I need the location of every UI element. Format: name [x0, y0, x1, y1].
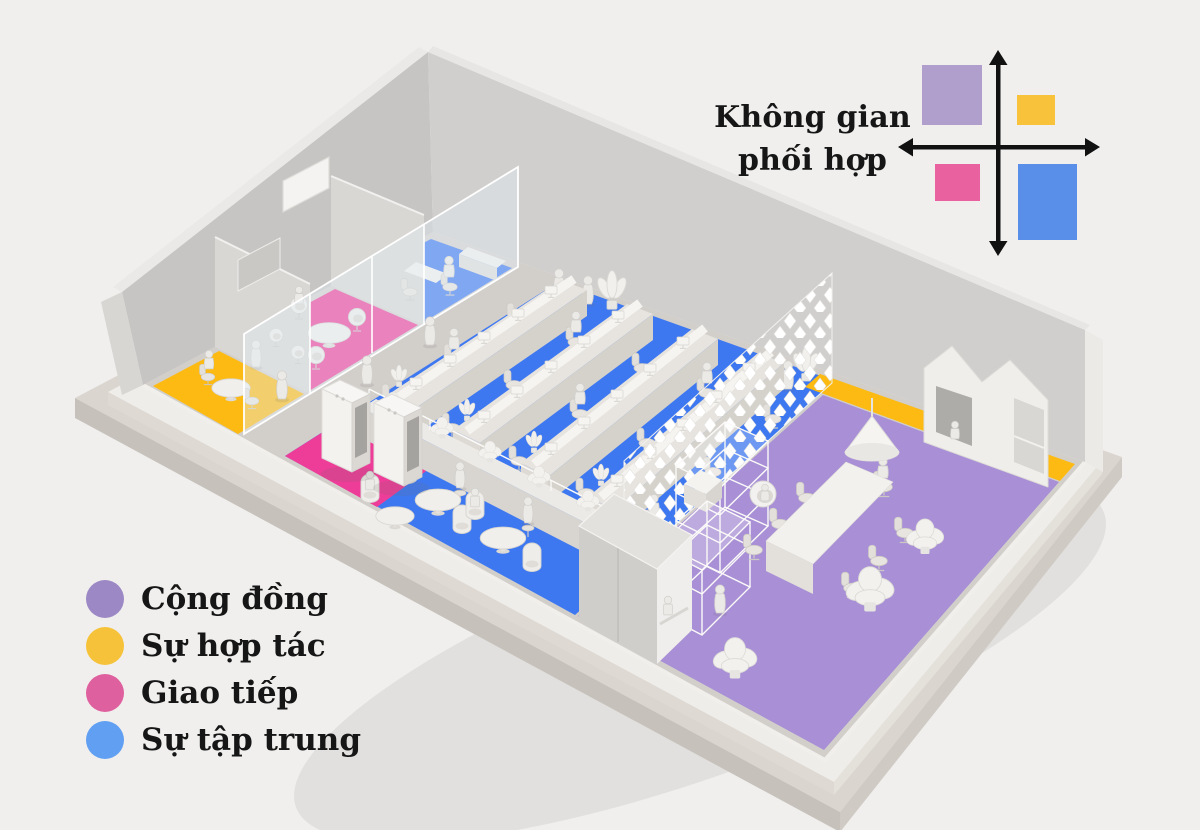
focus-room-box — [577, 493, 694, 664]
wall-tv-screen — [282, 156, 330, 213]
quadrant-square-top-right — [1017, 95, 1055, 125]
quadrant-square-bottom-left — [935, 164, 980, 201]
quadrant-square-top-left — [922, 65, 982, 125]
title-line-2: phối hợp — [737, 143, 888, 178]
community-table — [765, 461, 894, 594]
phone-booths — [321, 379, 429, 496]
legend-label: Sự tập trung — [141, 722, 361, 758]
legend-item-communication: Giao tiếp — [86, 674, 361, 712]
community-zone — [577, 345, 1049, 680]
legend-label: Giao tiếp — [141, 675, 299, 711]
desk-row — [386, 275, 587, 436]
dome-chair — [749, 480, 777, 508]
shelf-box — [684, 470, 722, 512]
wall-work-pods — [923, 345, 1049, 488]
platform-rim — [142, 383, 1087, 763]
legend-label: Sự hợp tác — [141, 628, 326, 664]
legend-label: Cộng đồng — [141, 581, 328, 617]
legend-item-community: Cộng đồng — [86, 580, 361, 618]
zone-community-floor — [578, 395, 1059, 750]
title-line-1: Không gian — [714, 100, 911, 135]
zone-legend: Cộng đồng Sự hợp tác Giao tiếp Sự tập tr… — [86, 580, 361, 768]
diagram-title: Không gian phối hợp — [700, 96, 925, 182]
focus-color-dot — [86, 721, 124, 759]
legend-item-focus: Sự tập trung — [86, 721, 361, 759]
meeting-rooms — [198, 156, 519, 436]
community-color-dot — [86, 580, 124, 618]
quadrant-diagram — [898, 50, 1100, 256]
meeting-table — [404, 262, 448, 283]
quadrant-square-bottom-right — [1018, 164, 1077, 240]
glass-wall — [243, 165, 519, 436]
legend-item-collaboration: Sự hợp tác — [86, 627, 361, 665]
communication-color-dot — [86, 674, 124, 712]
presentation-screen — [237, 237, 281, 292]
back-walls — [101, 46, 1103, 472]
collaboration-color-dot — [86, 627, 124, 665]
pendant-lamp — [844, 398, 900, 462]
quadrant-axes — [898, 50, 1100, 256]
